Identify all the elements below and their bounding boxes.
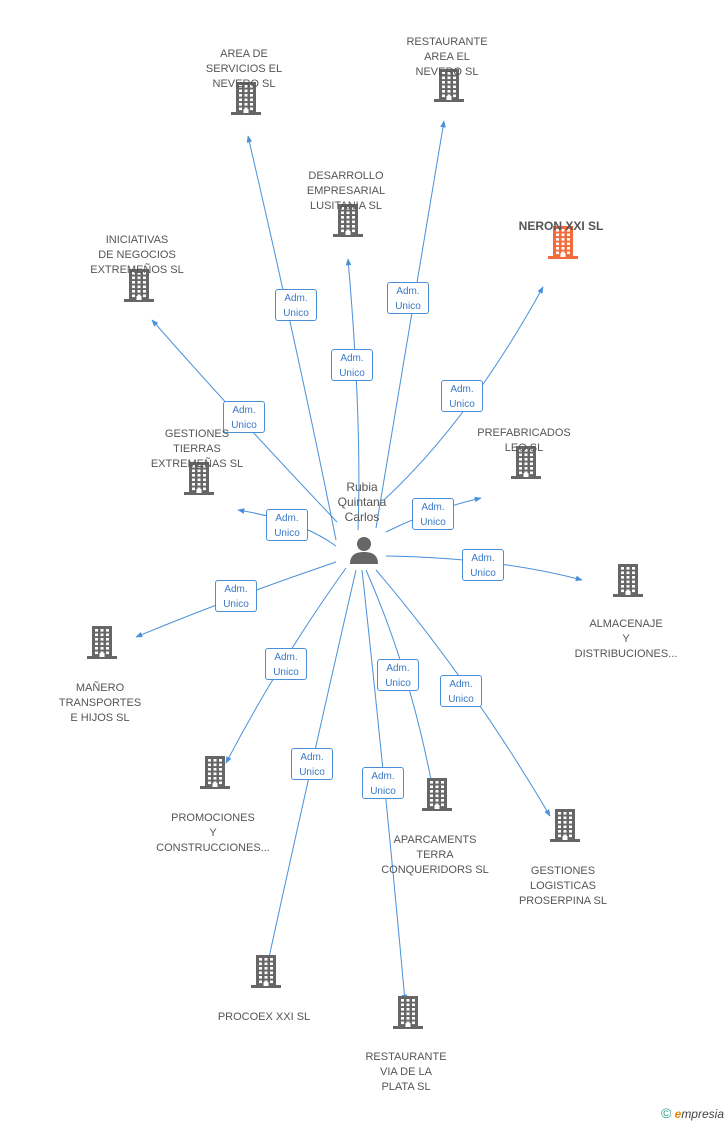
company-label-restaurante-via[interactable]: RESTAURANTE VIA DE LA PLATA SL xyxy=(365,1051,447,1093)
role-badge[interactable]: Adm. Unico xyxy=(215,580,257,612)
role-badge[interactable]: Adm. Unico xyxy=(223,401,265,433)
building-icon[interactable] xyxy=(199,755,231,789)
role-badge[interactable]: Adm. Unico xyxy=(362,767,404,799)
building-icon[interactable] xyxy=(612,563,644,597)
role-badge[interactable]: Adm. Unico xyxy=(441,380,483,412)
company-label-gestiones-logisticas[interactable]: GESTIONES LOGISTICAS PROSERPINA SL xyxy=(518,865,608,907)
role-badge[interactable]: Adm. Unico xyxy=(331,349,373,381)
role-badge[interactable]: Adm. Unico xyxy=(462,549,504,581)
brand-logo-e: e xyxy=(674,1107,682,1121)
building-icon[interactable] xyxy=(392,995,424,1029)
company-label-iniciativas[interactable]: INICIATIVAS DE NEGOCIOS EXTREMEÑOS SL xyxy=(90,234,184,276)
person-name: Rubia Quintana Carlos xyxy=(337,480,387,524)
company-label-almacenaje[interactable]: ALMACENAJE Y DISTRIBUCIONES... xyxy=(574,618,678,660)
building-icon[interactable] xyxy=(183,461,215,495)
company-label-procoex[interactable]: PROCOEX XXI SL xyxy=(217,1011,311,1023)
edge-desarrollo xyxy=(345,258,360,531)
role-badge[interactable]: Adm. Unico xyxy=(265,648,307,680)
role-badge[interactable]: Adm. Unico xyxy=(266,509,308,541)
building-icon[interactable] xyxy=(230,81,262,115)
role-badge[interactable]: Adm. Unico xyxy=(440,675,482,707)
building-icon[interactable] xyxy=(86,625,118,659)
company-label-manero[interactable]: MAÑERO TRANSPORTES E HIJOS SL xyxy=(58,682,142,724)
company-label-prefabricados[interactable]: PREFABRICADOS LEO SL xyxy=(477,427,571,454)
role-badge[interactable]: Adm. Unico xyxy=(412,498,454,530)
brand-logo-text: mpresia xyxy=(681,1107,724,1121)
company-label-gestiones-tierras[interactable]: GESTIONES TIERRAS EXTREMEÑAS SL xyxy=(150,428,244,470)
company-label-aparcaments[interactable]: APARCAMENTS TERRA CONQUERIDORS SL xyxy=(381,834,489,876)
building-icon[interactable] xyxy=(549,808,581,842)
building-icon[interactable] xyxy=(547,225,579,259)
footer-brand: © empresia xyxy=(661,1105,724,1121)
copyright-symbol: © xyxy=(660,1105,672,1121)
person-icon[interactable] xyxy=(349,535,379,565)
role-badge[interactable]: Adm. Unico xyxy=(377,659,419,691)
company-label-area-servicios[interactable]: AREA DE SERVICIOS EL NEVERO SL xyxy=(205,48,283,90)
company-label-promociones[interactable]: PROMOCIONES Y CONSTRUCCIONES... xyxy=(156,812,270,854)
role-badge[interactable]: Adm. Unico xyxy=(291,748,333,780)
building-icon[interactable] xyxy=(433,68,465,102)
role-badge[interactable]: Adm. Unico xyxy=(387,282,429,314)
building-icon[interactable] xyxy=(421,777,453,811)
building-icon[interactable] xyxy=(250,954,282,988)
company-label-neron[interactable]: NERON XXI SL xyxy=(518,219,604,233)
edge-area-servicios xyxy=(246,135,337,541)
building-icon[interactable] xyxy=(332,203,364,237)
company-label-desarrollo[interactable]: DESARROLLO EMPRESARIAL LUSITANIA SL xyxy=(306,170,386,212)
role-badge[interactable]: Adm. Unico xyxy=(275,289,317,321)
edge-restaurante-area xyxy=(375,120,446,529)
building-icon[interactable] xyxy=(123,268,155,302)
building-icon[interactable] xyxy=(510,445,542,479)
company-label-restaurante-area[interactable]: RESTAURANTE AREA EL NEVERO SL xyxy=(406,36,488,78)
